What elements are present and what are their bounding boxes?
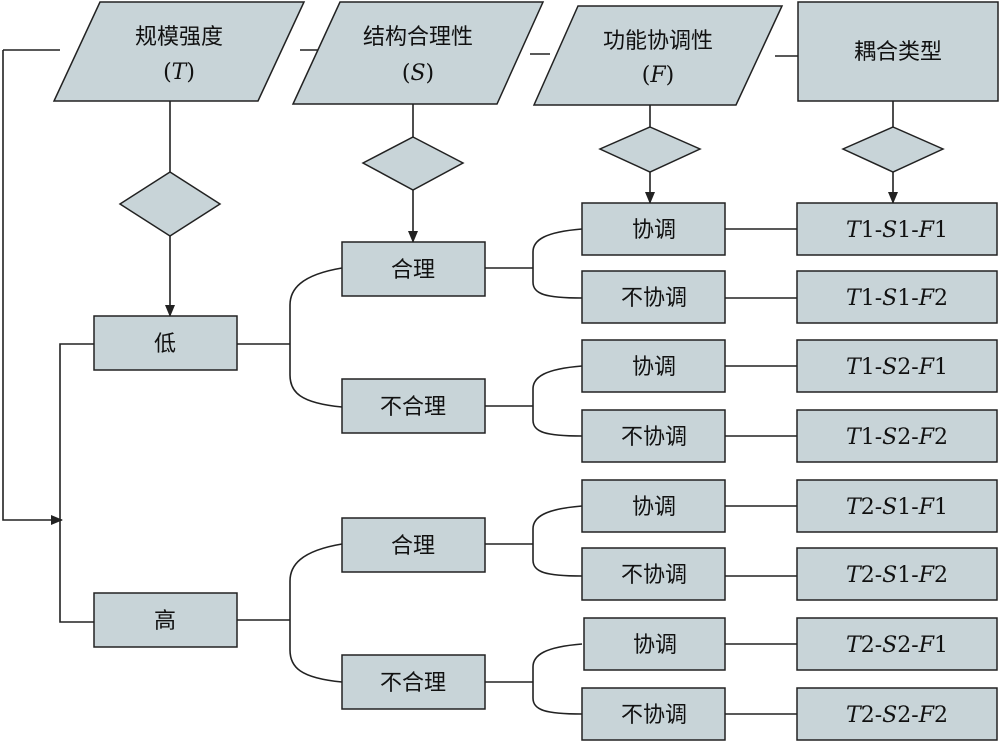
scale-level-label: 高 [154,609,176,634]
coupling-type-4: T1-S2-F2 [796,409,998,463]
bracket-s1 [485,228,583,299]
function-level-2: 不协调 [581,270,726,324]
function-level-5: 协调 [581,479,726,533]
function-level-label: 不协调 [621,286,687,311]
scale-level-low: 低 [93,315,238,371]
coupling-type-6: T2-S1-F2 [796,547,998,601]
decision-diamond-function [598,126,702,173]
coupling-type-1: T1-S1-F1 [796,202,998,256]
function-level-1: 协调 [581,202,726,256]
header-coupling-title: 耦合类型 [854,40,942,65]
function-level-label: 协调 [632,355,676,380]
coupling-type-label: T1-S2-F2 [846,425,948,450]
structure-level-label: 合理 [391,534,435,559]
scale-level-high: 高 [93,592,238,648]
function-level-4: 不协调 [581,409,726,463]
function-level-label: 协调 [632,495,676,520]
function-level-3: 协调 [581,339,726,393]
function-level-label: 协调 [633,633,677,658]
structure-level-label: 不合理 [380,395,446,420]
connectors [2,49,898,715]
coupling-type-label: T1-S1-F1 [846,218,948,243]
structure-level-4: 不合理 [341,654,486,710]
coupling-type-label: T2-S2-F2 [846,703,948,728]
structure-level-label: 合理 [391,258,435,283]
bracket-s2 [485,365,583,437]
bracket-s3 [485,505,583,577]
structure-level-2: 不合理 [341,378,486,434]
header-scale: 规模强度 (T) [52,1,306,102]
header-structure: 结构合理性 (S) [291,1,545,105]
coupling-type-label: T2-S2-F1 [846,633,948,658]
function-level-label: 不协调 [621,425,687,450]
structure-level-3: 合理 [341,517,486,573]
header-coupling: 耦合类型 [797,1,999,102]
decision-diamond-coupling [841,126,945,173]
decision-diamonds [118,126,945,237]
scale-levels-link [59,343,94,623]
feedback-loop-line [2,50,63,525]
coupling-type-5: T2-S1-F1 [796,479,998,533]
decision-diamond-scale [118,171,222,237]
header-scale-title: 规模强度 [135,25,223,50]
coupling-type-label: T2-S1-F1 [846,495,948,520]
coupling-type-3: T1-S2-F1 [796,339,998,393]
header-scale-symbol: (T) [163,60,195,85]
function-level-label: 协调 [632,218,676,243]
coupling-type-label: T1-S2-F1 [846,355,948,380]
coupling-type-8: T2-S2-F2 [796,687,998,741]
decision-diamond-structure [361,136,465,191]
header-chain-line [3,49,800,57]
coupling-type-label: T1-S1-F2 [846,286,948,311]
coupling-type-2: T1-S1-F2 [796,270,998,324]
bracket-low [237,267,343,408]
structure-level-label: 不合理 [380,671,446,696]
function-level-label: 不协调 [621,563,687,588]
function-level-6: 不协调 [581,547,726,601]
header-function-title: 功能协调性 [603,29,713,54]
function-level-8: 不协调 [581,687,726,741]
header-function-symbol: (F) [642,63,674,88]
header-function: 功能协调性 (F) [532,5,784,106]
coupling-type-7: T2-S2-F1 [796,617,998,671]
bracket-s4 [485,643,583,715]
function-level-label: 不协调 [621,703,687,728]
structure-level-1: 合理 [341,241,486,297]
scale-level-label: 低 [154,332,176,357]
header-structure-title: 结构合理性 [363,25,473,50]
bracket-high [237,543,343,683]
header-structure-symbol: (S) [402,61,434,86]
function-level-7: 协调 [583,617,726,671]
coupling-type-label: T2-S1-F2 [846,563,948,588]
